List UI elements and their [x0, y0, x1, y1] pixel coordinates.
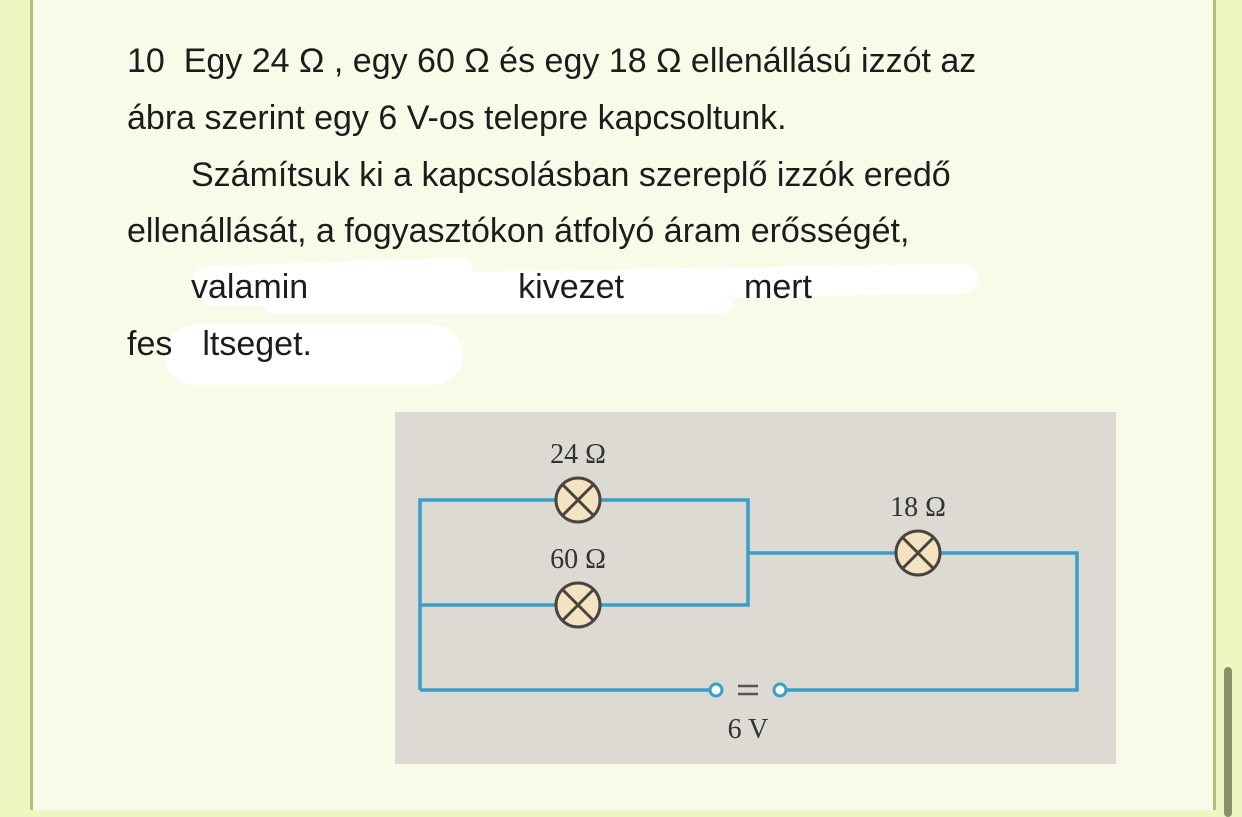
fragment: fes	[127, 325, 173, 363]
label-24-ohm: 24 Ω	[550, 439, 606, 470]
fragment: kivezet	[518, 268, 624, 306]
redaction-scribble	[263, 288, 733, 314]
fragment: valamin	[191, 268, 309, 306]
bulb-60-ohm-icon	[554, 581, 602, 629]
document-page: 10 Egy 24 Ω , egy 60 Ω és egy 18 Ω ellen…	[30, 0, 1216, 810]
scrollbar[interactable]	[1224, 667, 1232, 817]
problem-line-3: Számítsuk ki a kapcsolásban szereplő izz…	[191, 156, 951, 194]
problem-line-2: ábra szerint egy 6 V-os telepre kapcsolt…	[127, 99, 787, 137]
problem-number: 10	[127, 42, 165, 80]
battery-terminals-icon	[708, 682, 788, 698]
fragment: mert	[744, 268, 812, 306]
diagram-background	[395, 412, 1116, 764]
redacted-line-6: fes ltseget.	[127, 325, 312, 364]
problem-line-4: ellenállását, a fogyasztókon átfolyó ára…	[127, 212, 910, 250]
bulb-24-ohm-icon	[554, 476, 602, 524]
label-6-volt: 6 V	[728, 714, 769, 745]
problem-line-1: 10 Egy 24 Ω , egy 60 Ω és egy 18 Ω ellen…	[127, 42, 976, 81]
circuit-diagram: 24 Ω 60 Ω 18 Ω 6 V	[395, 412, 1116, 764]
label-18-ohm: 18 Ω	[890, 492, 946, 523]
label-60-ohm: 60 Ω	[550, 544, 606, 575]
problem-text: Egy 24 Ω , egy 60 Ω és egy 18 Ω ellenáll…	[183, 42, 977, 80]
bulb-18-ohm-icon	[894, 529, 942, 577]
fragment: ltseget.	[202, 325, 312, 363]
redacted-line-5: valamin kivezet mert	[191, 268, 812, 307]
redaction-scribble	[165, 325, 463, 385]
